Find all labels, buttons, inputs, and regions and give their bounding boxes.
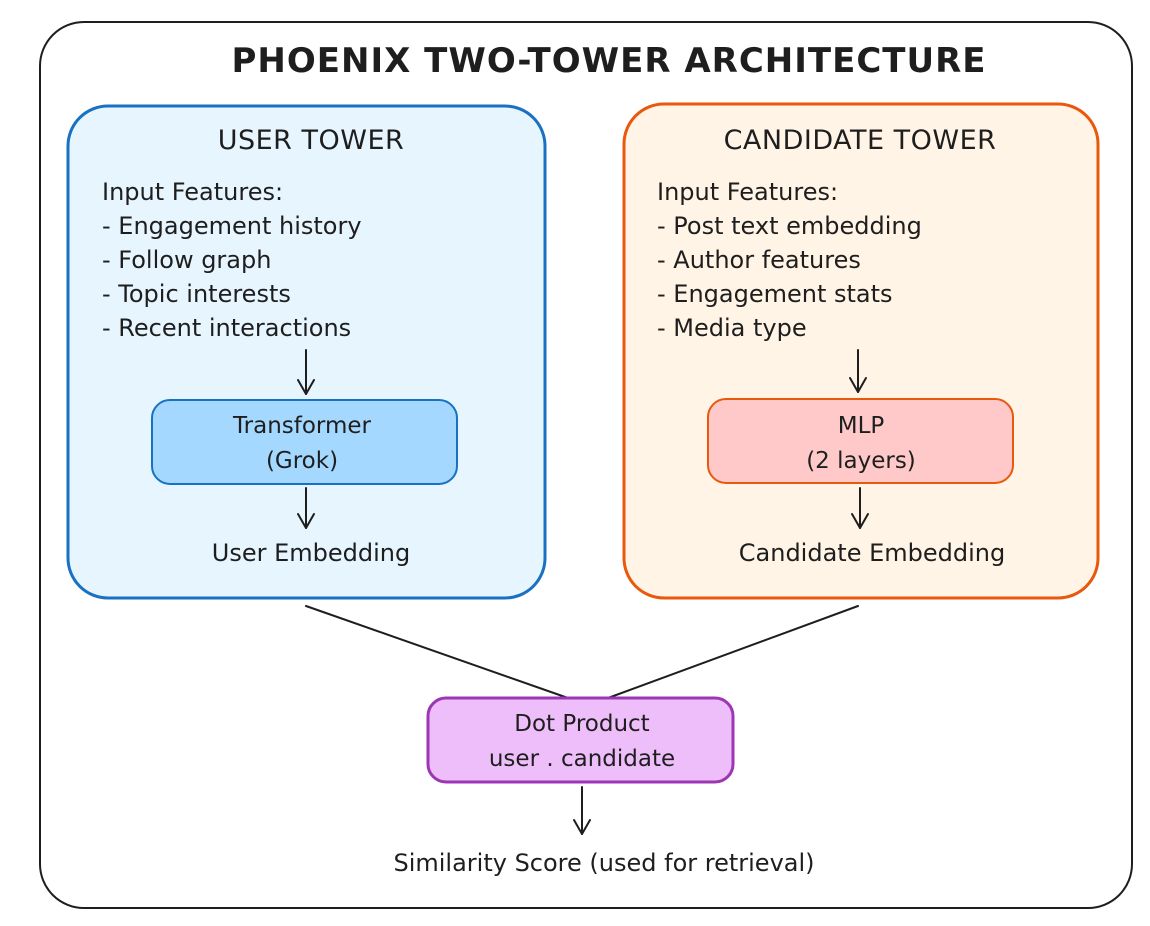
candidate-feature-item: - Post text embedding: [657, 212, 922, 240]
user-feature-item: - Topic interests: [102, 280, 291, 308]
candidate-feature-item: - Media type: [657, 314, 807, 342]
transformer-label: Transformer: [232, 413, 372, 439]
mlp-node: [707, 398, 1014, 484]
arrow-mlp-to-candidate-embedding: [851, 487, 869, 529]
diagram-title: PHOENIX TWO-TOWER ARCHITECTURE: [232, 41, 987, 81]
dot-product-formula: user . candidate: [489, 746, 675, 772]
user-feature-item: - Engagement history: [102, 212, 362, 240]
mlp-sublabel: (2 layers): [806, 448, 916, 474]
candidate-tower: CANDIDATE TOWER Input Features: - Post t…: [622, 102, 1100, 600]
arrow-dot-to-score: [573, 786, 591, 835]
similarity-score-label: Similarity Score (used for retrieval): [393, 849, 814, 877]
user-feature-item: - Follow graph: [102, 246, 271, 274]
user-embedding-label: User Embedding: [212, 539, 410, 567]
transformer-node: [151, 399, 458, 485]
user-features-heading: Input Features:: [102, 178, 283, 206]
dot-product-node: [426, 696, 735, 784]
connector-user-to-dot: [305, 605, 569, 699]
user-tower-title: USER TOWER: [218, 125, 405, 156]
transformer-sublabel: (Grok): [266, 448, 338, 474]
arrow-candidate-features-to-mlp: [849, 349, 867, 393]
user-tower: USER TOWER Input Features: - Engagement …: [66, 104, 547, 600]
dot-product-label: Dot Product: [514, 711, 649, 737]
candidate-feature-item: - Engagement stats: [657, 280, 893, 308]
user-feature-item: - Recent interactions: [102, 314, 351, 342]
mlp-label: MLP: [838, 413, 885, 439]
candidate-features-heading: Input Features:: [657, 178, 838, 206]
connector-candidate-to-dot: [607, 605, 859, 699]
candidate-feature-item: - Author features: [657, 246, 861, 274]
arrow-user-features-to-transformer: [297, 349, 315, 395]
arrow-transformer-to-user-embedding: [297, 487, 315, 529]
dot-product: Dot Product user . candidate: [426, 696, 735, 784]
candidate-embedding-label: Candidate Embedding: [739, 539, 1005, 567]
candidate-tower-title: CANDIDATE TOWER: [724, 125, 997, 156]
